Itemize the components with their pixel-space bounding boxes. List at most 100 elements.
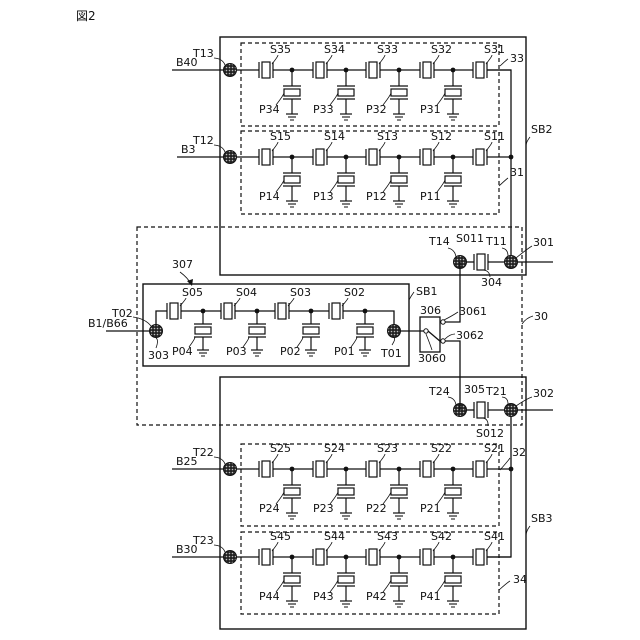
- series-resonator-S22: [423, 461, 431, 477]
- terminal-label: T23: [192, 534, 214, 547]
- series-label: S24: [324, 442, 345, 455]
- series-label: S03: [290, 286, 311, 299]
- resonator-label: S012: [476, 427, 504, 440]
- series-resonator-S02: [332, 303, 340, 319]
- series-label: S23: [377, 442, 398, 455]
- parallel-resonator-P42: [391, 576, 407, 583]
- parallel-resonator-P21: [445, 488, 461, 495]
- terminal-ref-label: 303: [148, 349, 169, 362]
- terminal-label: T22: [192, 446, 214, 459]
- series-resonator-S14: [316, 149, 324, 165]
- series-label: S33: [377, 43, 398, 56]
- series-resonator-S41: [476, 549, 484, 565]
- series-resonator-S45: [262, 549, 270, 565]
- junction-dot: [509, 155, 514, 160]
- series-label: S42: [431, 530, 452, 543]
- series-resonator-S011: [477, 254, 485, 270]
- switch-pos1-label: 3061: [459, 305, 487, 318]
- series-resonator-S15: [262, 149, 270, 165]
- switch-contact-3062: [441, 339, 445, 343]
- series-label: S43: [377, 530, 398, 543]
- series-label: S02: [344, 286, 365, 299]
- parallel-resonator-P34: [284, 89, 300, 96]
- sb2-common-rail: [487, 70, 511, 262]
- series-resonator-S03: [278, 303, 286, 319]
- figure-label: 図2: [76, 9, 96, 23]
- parallel-resonator-P12: [391, 176, 407, 183]
- terminal-T11: [505, 256, 518, 269]
- series-label: S05: [182, 286, 203, 299]
- switch-contact-3061: [441, 320, 445, 324]
- parallel-resonator-P22: [391, 488, 407, 495]
- series-resonator-S21: [476, 461, 484, 477]
- terminal-T12: [224, 151, 237, 164]
- terminal-T02: [150, 325, 163, 338]
- series-label: S21: [484, 442, 505, 455]
- series-resonator-S31: [476, 62, 484, 78]
- series-resonator-S34: [316, 62, 324, 78]
- switch-common-contact: [424, 329, 428, 333]
- terminal-label: T24: [428, 385, 450, 398]
- sb2-label: SB2: [531, 123, 553, 136]
- series-label: S25: [270, 442, 291, 455]
- terminal-T23: [224, 551, 237, 564]
- parallel-resonator-P13: [338, 176, 354, 183]
- terminal-T21: [505, 404, 518, 417]
- series-label: S32: [431, 43, 452, 56]
- parallel-resonator-P11: [445, 176, 461, 183]
- group-307-label: 307: [172, 258, 193, 271]
- parallel-resonator-P41: [445, 576, 461, 583]
- series-resonator-S44: [316, 549, 324, 565]
- port-label: 302: [533, 387, 554, 400]
- parallel-resonator-P44: [284, 576, 300, 583]
- series-resonator-S33: [369, 62, 377, 78]
- series-label: S35: [270, 43, 291, 56]
- switch-pos2-label: 3062: [456, 329, 484, 342]
- terminal-T22: [224, 463, 237, 476]
- switch-306-box: [420, 317, 440, 352]
- series-resonator-S35: [262, 62, 270, 78]
- terminal-label: T01: [380, 347, 402, 360]
- series-label: S04: [236, 286, 257, 299]
- parallel-resonator-P43: [338, 576, 354, 583]
- series-label: S15: [270, 130, 291, 143]
- parallel-resonator-P33: [338, 89, 354, 96]
- parallel-resonator-P02: [303, 327, 319, 334]
- series-resonator-S24: [316, 461, 324, 477]
- switch-common-label: 3060: [418, 352, 446, 365]
- resonator-label: S011: [456, 232, 484, 245]
- series-label: S14: [324, 130, 345, 143]
- junction-dot: [509, 467, 514, 472]
- parallel-label: P04: [172, 345, 193, 358]
- parallel-resonator-P04: [195, 327, 211, 334]
- series-label: S13: [377, 130, 398, 143]
- parallel-label: P02: [280, 345, 301, 358]
- series-resonator-S42: [423, 549, 431, 565]
- series-resonator-S012: [477, 402, 485, 418]
- parallel-resonator-P03: [249, 327, 265, 334]
- parallel-resonator-P31: [445, 89, 461, 96]
- terminal-label: T12: [192, 134, 214, 147]
- resonator-ref-label: 305: [464, 383, 485, 396]
- parallel-resonator-P32: [391, 89, 407, 96]
- sb3-label: SB3: [531, 512, 553, 525]
- series-resonator-S23: [369, 461, 377, 477]
- series-label: S12: [431, 130, 452, 143]
- terminal-label: T02: [111, 307, 133, 320]
- series-label: S45: [270, 530, 291, 543]
- series-label: S31: [484, 43, 505, 56]
- series-resonator-S04: [224, 303, 232, 319]
- series-label: S22: [431, 442, 452, 455]
- parallel-resonator-P23: [338, 488, 354, 495]
- series-label: S41: [484, 530, 505, 543]
- terminal-T01: [388, 325, 401, 338]
- series-resonator-S11: [476, 149, 484, 165]
- parallel-label: P01: [334, 345, 355, 358]
- parallel-resonator-P24: [284, 488, 300, 495]
- sb1-label: SB1: [416, 285, 438, 298]
- port-label: 301: [533, 236, 554, 249]
- parallel-resonator-P14: [284, 176, 300, 183]
- parallel-label: P03: [226, 345, 247, 358]
- series-label: S11: [484, 130, 505, 143]
